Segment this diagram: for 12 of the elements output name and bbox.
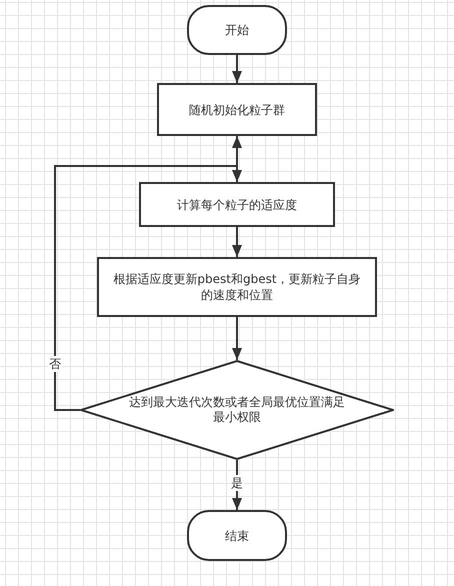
arrow [232,317,242,360]
decision-diamond: 达到最大迭代次数或者全局最优位置满足最小权限 [80,360,394,460]
terminal-box: 开始 [187,5,287,55]
terminal-box: 结束 [187,510,287,561]
edge-label: 是 [230,475,244,491]
process-box: 随机初始化粒子群 [157,83,317,136]
arrow [232,227,242,257]
arrow [232,55,242,83]
edge-label: 否 [48,356,62,372]
process-box: 根据适应度更新pbest和gbest，更新粒子自身的速度和位置 [97,257,377,317]
process-box: 计算每个粒子的适应度 [139,182,335,227]
arrow [54,136,242,411]
